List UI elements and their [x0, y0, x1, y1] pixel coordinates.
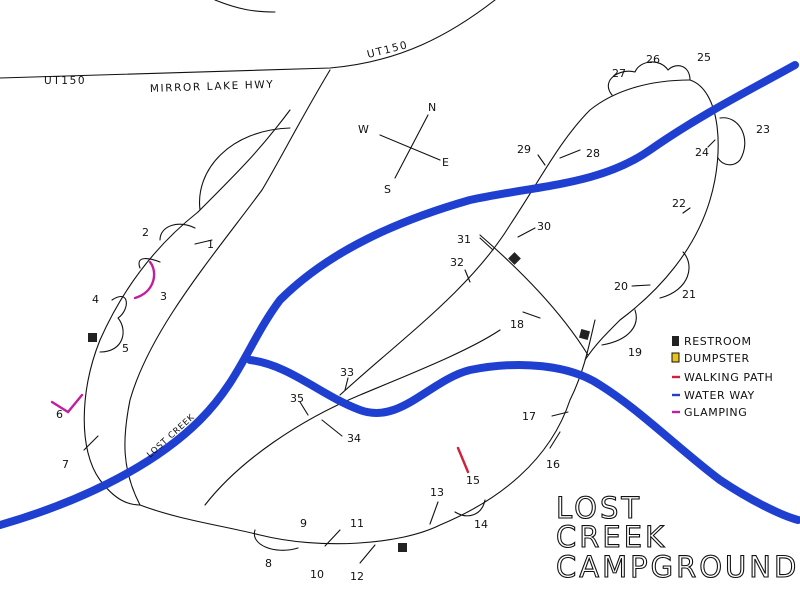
- site-pad-14: [454, 499, 486, 517]
- site-label-32: 32: [450, 256, 464, 269]
- site-label-35: 35: [290, 392, 304, 405]
- site-label-25: 25: [697, 51, 711, 64]
- west-loop-inner: [124, 189, 263, 506]
- waterways: LOST CREEK: [0, 61, 800, 529]
- site-label-2: 2: [142, 226, 149, 239]
- site-pad-21: [659, 251, 690, 299]
- site-label-23: 23: [756, 123, 770, 136]
- south-loop-outer: [139, 319, 596, 545]
- site-label-17: 17: [522, 410, 536, 423]
- site-label-26: 26: [646, 53, 660, 66]
- glamping-areas: [50, 260, 156, 414]
- lost-creek-label: LOST CREEK: [145, 412, 197, 460]
- south-loop-inner: [204, 329, 501, 506]
- campsite-labels: 1 2 3 4 5 6 7 8 9 10 11 12 13 14 15 16 1…: [56, 51, 770, 583]
- site-pad-8-9: [253, 529, 299, 551]
- site-label-29: 29: [517, 143, 531, 156]
- legend-dumpster-swatch: [671, 352, 680, 363]
- south-loop: [139, 319, 596, 551]
- campsite-leaders: [83, 139, 716, 564]
- site-pad-19: [601, 309, 637, 346]
- site-label-19: 19: [628, 346, 642, 359]
- east-loop-connector: [479, 234, 589, 356]
- highway: UT150 MIRROR LAKE HWY UT150: [0, 0, 496, 95]
- site-label-34: 34: [347, 432, 361, 445]
- restroom-marker: [398, 543, 407, 552]
- access-road-east-edge: [261, 69, 331, 191]
- legend: RESTROOM DUMPSTER WALKING PATH WATER WAY…: [671, 335, 773, 419]
- site-label-8: 8: [265, 557, 272, 570]
- site-label-15: 15: [466, 474, 480, 487]
- site-pad-2: [159, 223, 196, 241]
- glamping-site-3: [133, 260, 156, 300]
- site-label-13: 13: [430, 486, 444, 499]
- site-label-1: 1: [207, 238, 214, 251]
- site-label-18: 18: [510, 318, 524, 331]
- site-label-33: 33: [340, 366, 354, 379]
- east-loop-east-edge: [584, 79, 719, 361]
- title-line-lost: LOST: [556, 491, 642, 525]
- site-label-20: 20: [614, 280, 628, 293]
- legend-water-way-label: WATER WAY: [684, 389, 755, 402]
- compass: N S E W: [358, 101, 449, 196]
- site-label-21: 21: [682, 288, 696, 301]
- route-label-west: UT150: [44, 75, 86, 87]
- site-label-16: 16: [546, 458, 560, 471]
- site-label-30: 30: [537, 220, 551, 233]
- site-label-27: 27: [612, 67, 626, 80]
- site-pad-4-5: [99, 296, 127, 353]
- compass-south-label: S: [384, 183, 391, 196]
- title-line-campground: CAMPGROUND: [556, 550, 799, 584]
- site-label-12: 12: [350, 570, 364, 583]
- site-label-22: 22: [672, 197, 686, 210]
- restroom-marker: [88, 333, 97, 342]
- compass-we-arm: [379, 134, 441, 161]
- map-title: LOST CREEK CAMPGROUND: [555, 490, 799, 584]
- site-label-9: 9: [300, 517, 307, 530]
- site-label-6: 6: [56, 408, 63, 421]
- highway-north-edge: [214, 0, 276, 13]
- compass-north-label: N: [428, 101, 436, 114]
- access-road: [197, 69, 331, 213]
- site-label-5: 5: [122, 342, 129, 355]
- access-road-west-edge: [197, 109, 291, 213]
- site-label-28: 28: [586, 147, 600, 160]
- title-line-creek: CREEK: [556, 520, 667, 554]
- highway-south-edge: [0, 0, 496, 79]
- site-pad-1: [199, 127, 291, 211]
- lost-creek-branch: [246, 356, 800, 524]
- legend-restroom-swatch: [672, 336, 679, 346]
- site-label-4: 4: [92, 293, 99, 306]
- glamping-site-6: [50, 393, 84, 414]
- site-label-10: 10: [310, 568, 324, 581]
- restroom-marker: [578, 328, 591, 341]
- legend-walking-path-label: WALKING PATH: [684, 371, 773, 384]
- site-label-7: 7: [62, 458, 69, 471]
- site-pad-25-27: [607, 61, 691, 96]
- site-label-24: 24: [695, 146, 709, 159]
- site-label-14: 14: [474, 518, 488, 531]
- site-label-31: 31: [457, 233, 471, 246]
- legend-restroom-label: RESTROOM: [684, 335, 752, 348]
- site-pad-3: [138, 258, 161, 269]
- west-loop: [83, 127, 291, 506]
- walking-path-segment: [456, 446, 470, 474]
- lost-creek-main: [0, 61, 799, 529]
- legend-glamping-label: GLAMPING: [684, 406, 747, 419]
- site-label-11: 11: [350, 517, 364, 530]
- compass-west-label: W: [358, 123, 369, 136]
- legend-dumpster-label: DUMPSTER: [684, 352, 750, 365]
- highway-name-label: MIRROR LAKE HWY: [150, 79, 275, 95]
- compass-east-label: E: [442, 156, 449, 169]
- west-loop-outer: [83, 211, 199, 506]
- site-label-3: 3: [160, 290, 167, 303]
- compass-ns-arm: [394, 114, 429, 179]
- site-pad-23: [717, 117, 746, 166]
